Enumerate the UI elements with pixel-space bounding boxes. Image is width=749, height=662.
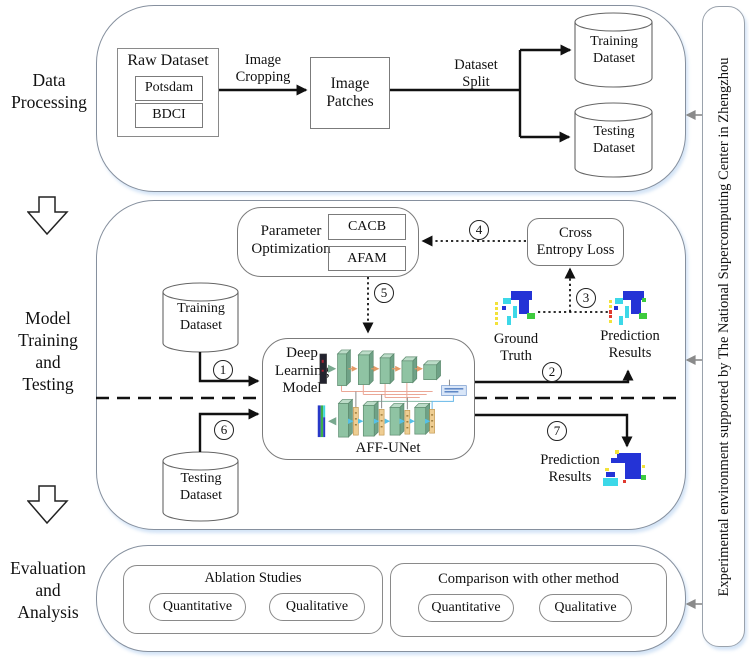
cacb-box: CACB xyxy=(328,214,406,240)
ground-truth-thumb xyxy=(494,286,538,332)
parameter-optimization-box: Parameter Optimization CACB AFAM xyxy=(237,207,419,277)
encoder-blocks xyxy=(336,349,442,387)
image-patches-box: Image Patches xyxy=(310,57,390,129)
testing-dataset-label-mid: Testing Dataset xyxy=(180,471,222,503)
training-dataset-label-mid: Training Dataset xyxy=(177,301,225,333)
image-cropping-label: Image Cropping xyxy=(235,52,291,86)
arrow-step7 xyxy=(475,413,633,448)
ablation-quantitative-pill: Quantitative xyxy=(149,593,246,621)
arrow-step2 xyxy=(475,369,634,384)
prediction-results-thumb-top xyxy=(608,286,650,332)
testing-dataset-cylinder-mid xyxy=(162,451,239,522)
output-image-thumb xyxy=(317,405,326,438)
training-dataset-cylinder-mid xyxy=(162,282,239,353)
afam-strip-marks xyxy=(354,412,434,429)
skip-connections xyxy=(341,379,454,410)
bdci-box: BDCI xyxy=(135,103,203,128)
afam-box: AFAM xyxy=(328,246,406,271)
training-dataset-cylinder xyxy=(574,12,653,88)
parameter-optimization-label: Parameter Optimization xyxy=(251,223,331,257)
prediction-results-thumb-bottom xyxy=(603,449,651,491)
raw-dataset-title: Raw Dataset xyxy=(127,52,209,69)
dataset-split-label: Dataset Split xyxy=(454,57,498,91)
prediction-results-label-bottom: Prediction Results xyxy=(540,452,600,486)
potsdam-box: Potsdam xyxy=(135,76,203,101)
training-dataset-label: Training Dataset xyxy=(590,34,638,66)
testing-dataset-label: Testing Dataset xyxy=(593,124,635,156)
step-6-badge: 6 xyxy=(214,420,234,440)
step-1-badge: 1 xyxy=(213,360,233,380)
section-label-evaluation: Evaluation and Analysis xyxy=(10,558,86,622)
testing-dataset-cylinder xyxy=(574,102,653,178)
comparison-quantitative-pill: Quantitative xyxy=(418,594,514,622)
deep-learning-model-label: Deep Learning Model xyxy=(274,345,330,397)
step-5-badge: 5 xyxy=(374,283,394,303)
deep-learning-model-box: Deep Learning Model AFF-UNet xyxy=(262,338,475,460)
input-image-thumb xyxy=(319,353,327,384)
step-7-badge: 7 xyxy=(547,421,567,441)
section-label-data-processing: Data Processing xyxy=(11,70,87,112)
comparison-qualitative-pill: Qualitative xyxy=(539,594,632,622)
comparison-title: Comparison with other method xyxy=(438,571,619,587)
step-3-badge: 3 xyxy=(576,288,596,308)
prediction-results-label-top: Prediction Results xyxy=(600,328,660,362)
aff-unet-label: AFF-UNet xyxy=(355,440,421,457)
section-label-model-training: Model Training and Testing xyxy=(18,308,78,394)
attention-module-box xyxy=(441,385,467,396)
ground-truth-label: Ground Truth xyxy=(493,331,539,365)
ablation-qualitative-pill: Qualitative xyxy=(269,593,365,621)
step-2-badge: 2 xyxy=(542,362,562,382)
down-arrow-icon xyxy=(27,196,69,236)
ablation-studies-title: Ablation Studies xyxy=(204,570,302,586)
arrow-step6 xyxy=(198,408,260,452)
step-4-badge: 4 xyxy=(469,220,489,240)
comparison-box: Comparison with other method Quantitativ… xyxy=(390,563,667,637)
down-arrow-icon xyxy=(27,485,69,525)
support-sidebar: Experimental environment supported by Th… xyxy=(702,6,745,647)
support-sidebar-text: Experimental environment supported by Th… xyxy=(715,57,732,596)
cross-entropy-loss-box: Cross Entropy Loss xyxy=(527,218,624,266)
aff-unet-architecture xyxy=(317,349,467,438)
ablation-studies-box: Ablation Studies Quantitative Qualitativ… xyxy=(123,565,383,634)
arrow-step1 xyxy=(198,352,260,387)
